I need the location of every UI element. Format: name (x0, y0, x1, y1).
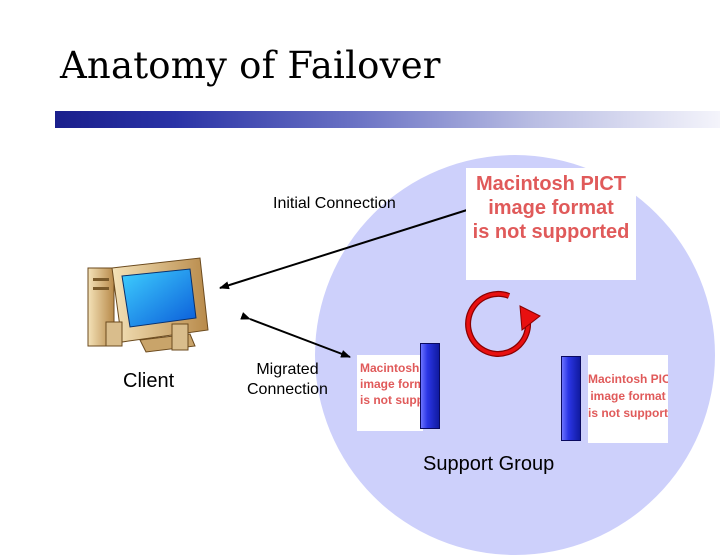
placeholder-line: is not suppor (360, 393, 423, 407)
placeholder-line: is not supported (588, 406, 668, 420)
migrated-line-2: Connection (247, 381, 328, 398)
placeholder-line: Macintosh PICT (475, 173, 626, 195)
initial-connection-label: Initial Connection (273, 195, 396, 212)
migrated-connection-label: Migrated Connection (247, 360, 328, 400)
placeholder-line: image format (590, 389, 666, 403)
server-bar-left (420, 343, 440, 429)
placeholder-image-middle: Macintosh PI image forma is not suppor (357, 355, 423, 431)
title-gradient-bar (55, 111, 720, 128)
placeholder-line: Macintosh PI (360, 361, 423, 375)
initial-connection-arrow (219, 209, 468, 290)
migrated-line-1: Migrated (256, 361, 319, 378)
migrated-connection-arrow (240, 312, 351, 358)
diagram-overlay (87, 209, 541, 358)
client-label: Client (123, 370, 175, 392)
server-bar-right (561, 356, 581, 441)
placeholder-image-right: Macintosh PICT image format is not suppo… (588, 355, 668, 443)
slide-title: Anatomy of Failover (60, 44, 441, 87)
support-group-label: Support Group (423, 453, 555, 475)
placeholder-image-top: Macintosh PICT image format is not suppo… (466, 168, 636, 280)
placeholder-line: image forma (360, 377, 423, 391)
placeholder-line: image format (488, 197, 614, 219)
placeholder-line: Macintosh PICT (588, 372, 668, 386)
placeholder-line: is not supported (472, 221, 630, 243)
client-computer-icon (87, 257, 209, 353)
failover-cycle-icon (465, 291, 541, 357)
